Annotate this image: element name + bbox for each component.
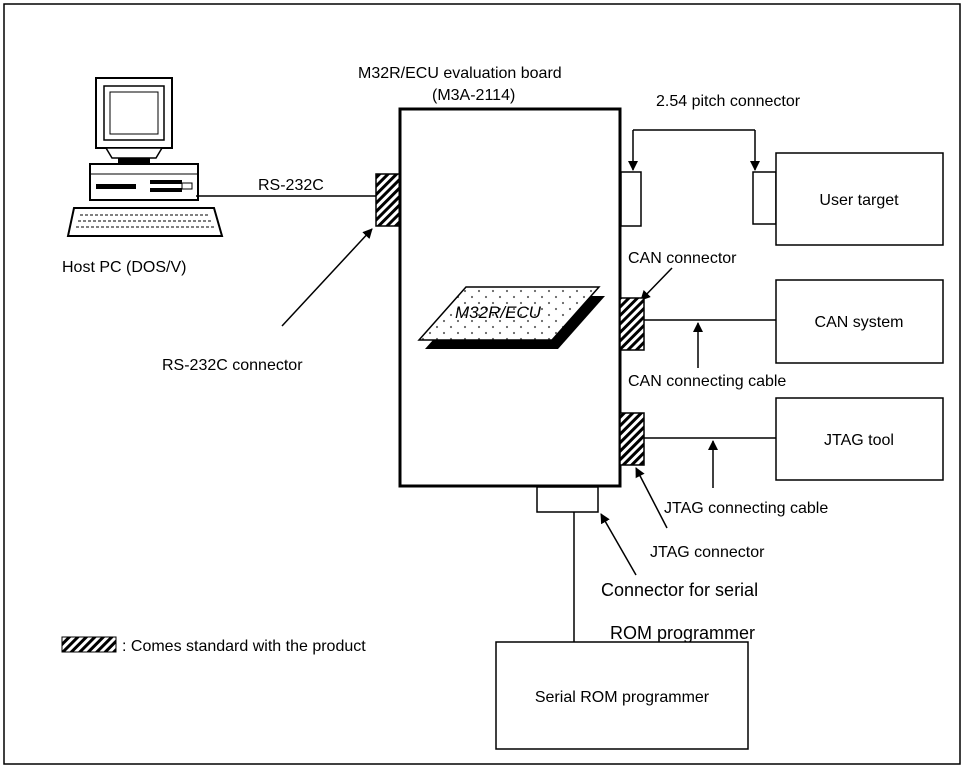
serial-rom-programmer-box	[495, 641, 749, 750]
legend-text: : Comes standard with the product	[122, 638, 366, 655]
jtag-connector	[619, 412, 645, 466]
board-title: M32R/ECU evaluation board	[358, 65, 562, 82]
diagram-frame	[3, 3, 961, 765]
jtag-cable-label: JTAG connecting cable	[664, 500, 828, 517]
jtag-tool-label: JTAG tool	[824, 432, 894, 449]
rs232c-connector-label: RS-232C connector	[162, 357, 303, 374]
serial-connector-label-line1: Connector for serial	[601, 580, 758, 600]
pitch-connector-label: 2.54 pitch connector	[656, 93, 801, 110]
jtag-connector-label: JTAG connector	[650, 544, 765, 561]
chip-label: M32R/ECU	[455, 303, 542, 322]
legend-hatch-swatch	[61, 636, 117, 653]
rs232c-connector	[375, 173, 401, 227]
can-system-label: CAN system	[815, 314, 904, 331]
can-cable-label: CAN connecting cable	[628, 373, 786, 390]
board-model: (M3A-2114)	[432, 87, 515, 104]
pitch-connector-board	[620, 171, 642, 227]
host-pc-label: Host PC (DOS/V)	[62, 259, 186, 276]
user-target-box	[775, 152, 944, 246]
serial-connector-label-line2: ROM programmer	[610, 623, 755, 643]
serial-rom-programmer-label: Serial ROM programmer	[535, 689, 710, 706]
jtag-tool-box	[775, 397, 944, 481]
can-system-box	[775, 279, 944, 364]
chip-package	[417, 286, 601, 341]
user-target-connector	[752, 171, 777, 225]
serial-rom-connector	[536, 486, 599, 513]
can-connector	[619, 297, 645, 351]
can-connector-pointer	[640, 267, 673, 301]
jtag-connector-pointer	[635, 467, 668, 529]
rs232c-label: RS-232C	[258, 177, 324, 194]
serial-rom-connector-pointer	[600, 513, 637, 576]
rs232c-connector-pointer	[281, 228, 373, 327]
can-connector-label: CAN connector	[628, 250, 737, 267]
host-pc-icon	[66, 77, 224, 237]
user-target-label: User target	[819, 192, 899, 209]
